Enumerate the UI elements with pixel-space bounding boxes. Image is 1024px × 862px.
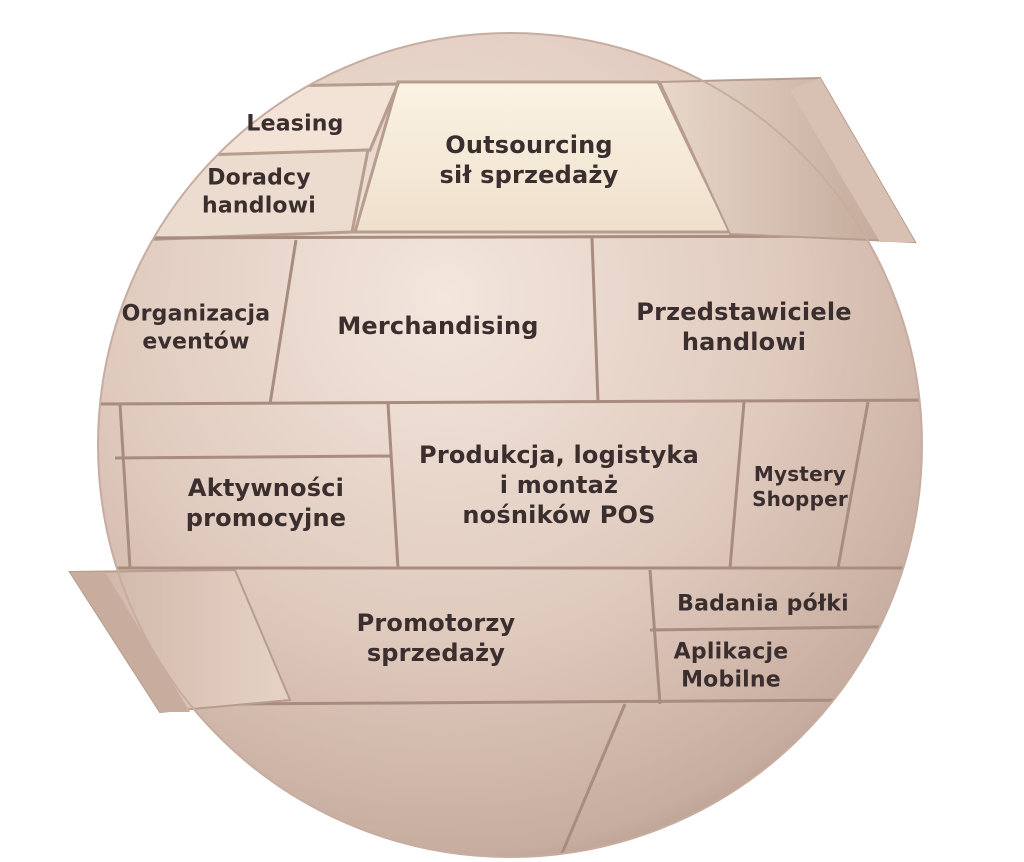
- segment-przedstawiciele-line-1: Przedstawiciele: [636, 298, 852, 326]
- segment-produkcja-line-3: nośników POS: [462, 501, 656, 529]
- segment-badania-line-1: Badania półki: [677, 591, 849, 617]
- segment-merchandising[interactable]: Merchandising: [337, 311, 538, 341]
- segment-aplikacje-mobilne[interactable]: Aplikacje Mobilne: [674, 639, 789, 694]
- segment-doradcy-line-2: handlowi: [201, 193, 317, 218]
- segment-doradcy-handlowi[interactable]: Doradcy handlowi: [202, 165, 316, 220]
- segment-organizacja-eventow[interactable]: Organizacja eventów: [122, 301, 271, 356]
- segment-promotorzy-sprzedazy[interactable]: Promotorzy sprzedaży: [357, 608, 516, 668]
- segment-produkcja-pos[interactable]: Produkcja, logistyka i montaż nośników P…: [419, 440, 699, 530]
- segment-merchandising-line-1: Merchandising: [337, 312, 539, 340]
- segment-aktywnosci-line-1: Aktywności: [187, 474, 345, 502]
- segment-outsourcing-line-2: sił sprzedaży: [439, 161, 619, 189]
- segment-badania-polki[interactable]: Badania półki: [677, 590, 849, 618]
- segment-produkcja-line-1: Produkcja, logistyka: [419, 441, 699, 469]
- segment-doradcy-line-1: Doradcy: [207, 165, 311, 191]
- segment-leasing-line-1: Leasing: [246, 111, 344, 137]
- segment-organizacja-line-1: Organizacja: [121, 301, 271, 327]
- segment-produkcja-line-2: i montaż: [499, 471, 619, 499]
- segment-aplikacje-line-1: Aplikacje: [673, 639, 789, 665]
- segment-outsourcing[interactable]: Outsourcing sił sprzedaży: [440, 130, 619, 190]
- segment-mystery-shopper[interactable]: Mystery Shopper: [752, 462, 848, 512]
- segment-organizacja-line-2: eventów: [142, 329, 250, 354]
- segment-aktywnosci-line-2: promocyjne: [185, 504, 347, 532]
- sphere-body: [98, 33, 922, 857]
- segment-mystery-line-1: Mystery: [753, 462, 847, 486]
- segment-leasing[interactable]: Leasing: [246, 110, 343, 138]
- segment-aplikacje-line-2: Mobilne: [681, 667, 781, 692]
- segment-mystery-line-2: Shopper: [752, 487, 848, 511]
- segment-przedstawiciele-handlowi[interactable]: Przedstawiciele handlowi: [636, 297, 851, 357]
- segment-promotorzy-line-1: Promotorzy: [356, 609, 516, 637]
- segment-przedstawiciele-line-2: handlowi: [681, 328, 807, 356]
- segment-promotorzy-line-2: sprzedaży: [366, 639, 506, 667]
- segment-outsourcing-line-1: Outsourcing: [445, 131, 613, 159]
- segment-aktywnosci-promocyjne[interactable]: Aktywności promocyjne: [186, 473, 346, 533]
